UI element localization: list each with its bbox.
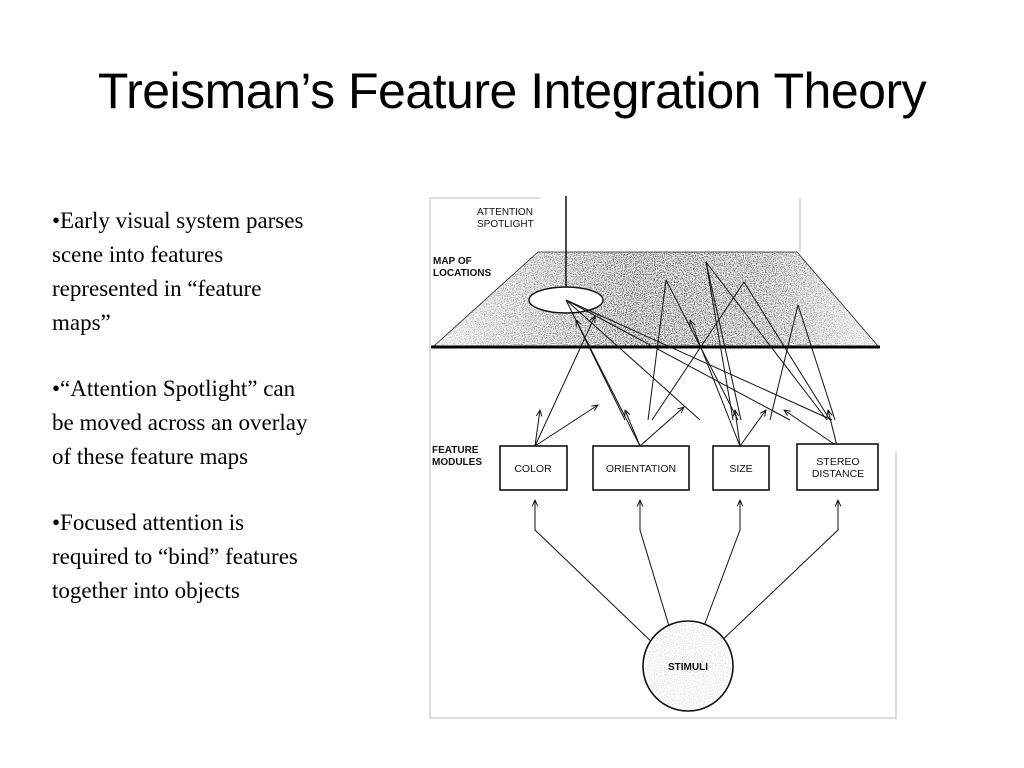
bullet-early-visual-system: •Early visual system parses scene into f… <box>52 208 304 335</box>
feature-modules-label-line2: MODULES <box>432 457 482 468</box>
orientation-module-box <box>592 445 690 491</box>
attention-spotlight-label-line2: SPOTLIGHT <box>477 219 534 230</box>
color-module-label: COLOR <box>514 463 552 475</box>
attention-spotlight-label-line1: ATTENTION <box>477 207 533 218</box>
figure-frame <box>429 198 897 719</box>
map-of-locations-plane <box>431 251 880 349</box>
bullet-attention-spotlight: •“Attention Spotlight” can be moved acro… <box>52 376 308 469</box>
slide-title: Treisman’s Feature Integration Theory <box>97 63 927 119</box>
bullet-focused-attention: •Focused attention is required to “bind”… <box>52 510 298 603</box>
stereo-distance-module-label-line2: DISTANCE <box>812 468 864 480</box>
size-module-label: SIZE <box>729 463 752 475</box>
stimuli-circle-texture <box>645 623 731 709</box>
orientation-module-label: ORIENTATION <box>606 463 676 475</box>
map-of-locations-label-line1: MAP OF <box>433 256 472 267</box>
bullet-list: •Early visual system parses scene into f… <box>52 204 322 608</box>
feature-modules-label-line1: FEATURE <box>432 445 479 456</box>
stereo-distance-module-box <box>796 443 879 491</box>
module-up-arrows <box>534 316 838 447</box>
stereo-distance-module-label-line1: STEREO <box>816 456 859 468</box>
color-module-box <box>499 445 568 491</box>
map-of-locations-label-line2: LOCATIONS <box>433 268 491 279</box>
stimuli-connections <box>535 500 838 649</box>
stimuli-label: STIMULI <box>668 662 708 673</box>
size-module-box <box>712 445 770 491</box>
